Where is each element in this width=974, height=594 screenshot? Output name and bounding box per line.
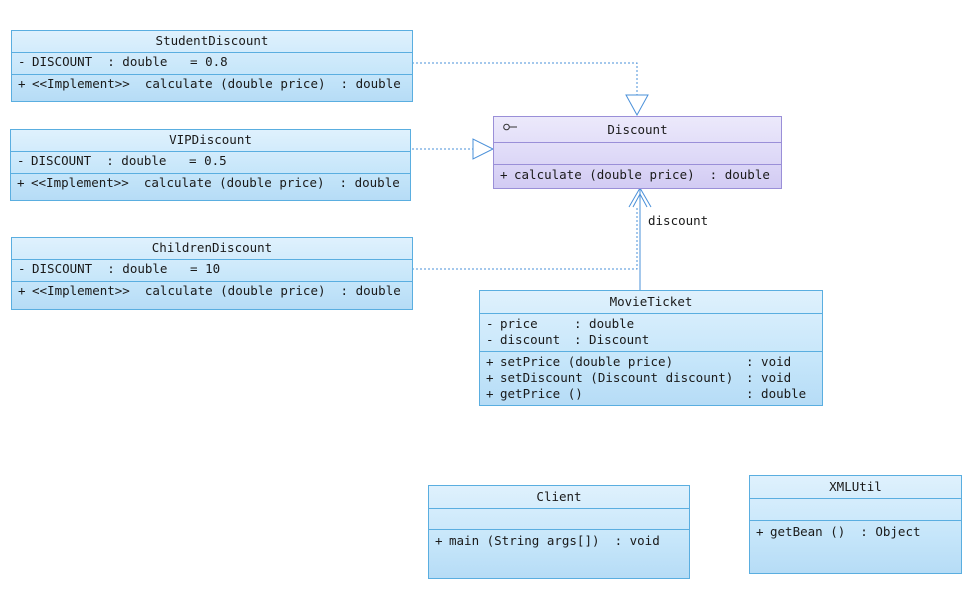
operation-text: <<Implement>> calculate (double price) :… [32,283,401,298]
visibility-public: + [756,524,764,539]
operation-signature: getPrice () [500,386,583,401]
operation-section: + getBean () : Object [750,521,961,541]
operation-text: calculate (double price) : double [514,167,770,182]
class-student-discount[interactable]: StudentDiscount - DISCOUNT : double = 0.… [11,30,413,102]
class-name: StudentDiscount [12,31,412,53]
visibility-private: - [486,316,494,331]
class-name-text: Client [536,489,582,504]
student-realization-arrowhead [625,94,649,117]
operation-section: + <<Implement>> calculate (double price)… [11,174,410,192]
operation-section: + calculate (double price) : double [494,165,781,184]
operation-signature: setDiscount (Discount discount) [500,370,734,385]
class-name-text: MovieTicket [609,294,693,309]
operation-row: + <<Implement>> calculate (double price)… [18,76,406,92]
attribute-row: - price : double [486,316,816,332]
operation-text: getBean () : Object [770,524,921,539]
class-movie-ticket[interactable]: MovieTicket - price : double - discount … [479,290,823,406]
visibility-public: + [486,370,494,385]
interface-name-text: Discount [607,122,668,137]
attribute-section [494,143,781,165]
attribute-row: - discount : Discount [486,332,816,348]
operation-return: : void [746,370,792,385]
attribute-name: price [500,316,538,331]
class-name-text: ChildrenDiscount [151,240,273,255]
operation-text: <<Implement>> calculate (double price) :… [31,175,400,190]
attribute-type: : double [574,316,635,331]
operation-row: + getPrice () : double [486,386,816,402]
class-name-text: VIPDiscount [169,132,252,147]
operation-text: <<Implement>> calculate (double price) :… [32,76,401,91]
visibility-public: + [500,167,508,182]
class-name: VIPDiscount [11,130,410,152]
attribute-text: DISCOUNT : double = 0.8 [32,54,228,69]
attribute-row: - DISCOUNT : double = 0.8 [18,54,406,70]
student-realization-line [412,62,638,95]
association-role-label: discount [648,213,709,228]
operation-section: + <<Implement>> calculate (double price)… [12,282,412,300]
visibility-public: + [17,175,25,190]
visibility-public: + [486,386,494,401]
visibility-private: - [17,153,25,168]
vip-realization-arrowhead [472,138,495,160]
attribute-section: - price : double - discount : Discount [480,314,822,352]
class-name-text: StudentDiscount [155,33,269,48]
class-client[interactable]: Client + main (String args[]) : void [428,485,690,579]
association-arrowhead [628,187,652,208]
class-children-discount[interactable]: ChildrenDiscount - DISCOUNT : double = 1… [11,237,413,310]
attribute-section [429,509,689,530]
operation-row: + getBean () : Object [756,524,955,540]
class-xml-util[interactable]: XMLUtil + getBean () : Object [749,475,962,574]
class-name: XMLUtil [750,476,961,499]
class-name-text: XMLUtil [829,479,882,494]
attribute-text: DISCOUNT : double = 0.5 [31,153,227,168]
attribute-section: - DISCOUNT : double = 0.5 [11,152,410,174]
attribute-type: : Discount [574,332,650,347]
interface-lollipop-icon [503,123,517,131]
visibility-private: - [18,54,26,69]
children-realization-line [412,207,638,270]
attribute-row: - DISCOUNT : double = 0.5 [17,153,404,169]
attribute-section: - DISCOUNT : double = 0.8 [12,53,412,75]
attribute-name: discount [500,332,561,347]
operation-row: + main (String args[]) : void [435,533,683,549]
interface-discount[interactable]: Discount + calculate (double price) : do… [493,116,782,189]
class-name: Client [429,486,689,509]
visibility-private: - [18,261,26,276]
operation-return: : void [746,354,792,369]
operation-return: : double [746,386,807,401]
operation-row: + <<Implement>> calculate (double price)… [18,283,406,299]
operation-row: + setPrice (double price) : void [486,354,816,370]
visibility-public: + [18,283,26,298]
visibility-public: + [486,354,494,369]
visibility-private: - [486,332,494,347]
attribute-text: DISCOUNT : double = 10 [32,261,221,276]
operation-text: main (String args[]) : void [449,533,660,548]
operation-row: + <<Implement>> calculate (double price)… [17,175,404,191]
class-name: ChildrenDiscount [12,238,412,260]
visibility-public: + [18,76,26,91]
interface-name: Discount [494,117,781,143]
operation-row: + calculate (double price) : double [500,167,775,183]
operation-section: + <<Implement>> calculate (double price)… [12,75,412,93]
attribute-section: - DISCOUNT : double = 10 [12,260,412,282]
visibility-public: + [435,533,443,548]
operation-signature: setPrice (double price) [500,354,674,369]
operation-row: + setDiscount (Discount discount) : void [486,370,816,386]
operation-section: + setPrice (double price) : void + setDi… [480,352,822,403]
class-vip-discount[interactable]: VIPDiscount - DISCOUNT : double = 0.5 + … [10,129,411,201]
class-name: MovieTicket [480,291,822,314]
attribute-row: - DISCOUNT : double = 10 [18,261,406,277]
operation-section: + main (String args[]) : void [429,530,689,550]
attribute-section [750,499,961,521]
